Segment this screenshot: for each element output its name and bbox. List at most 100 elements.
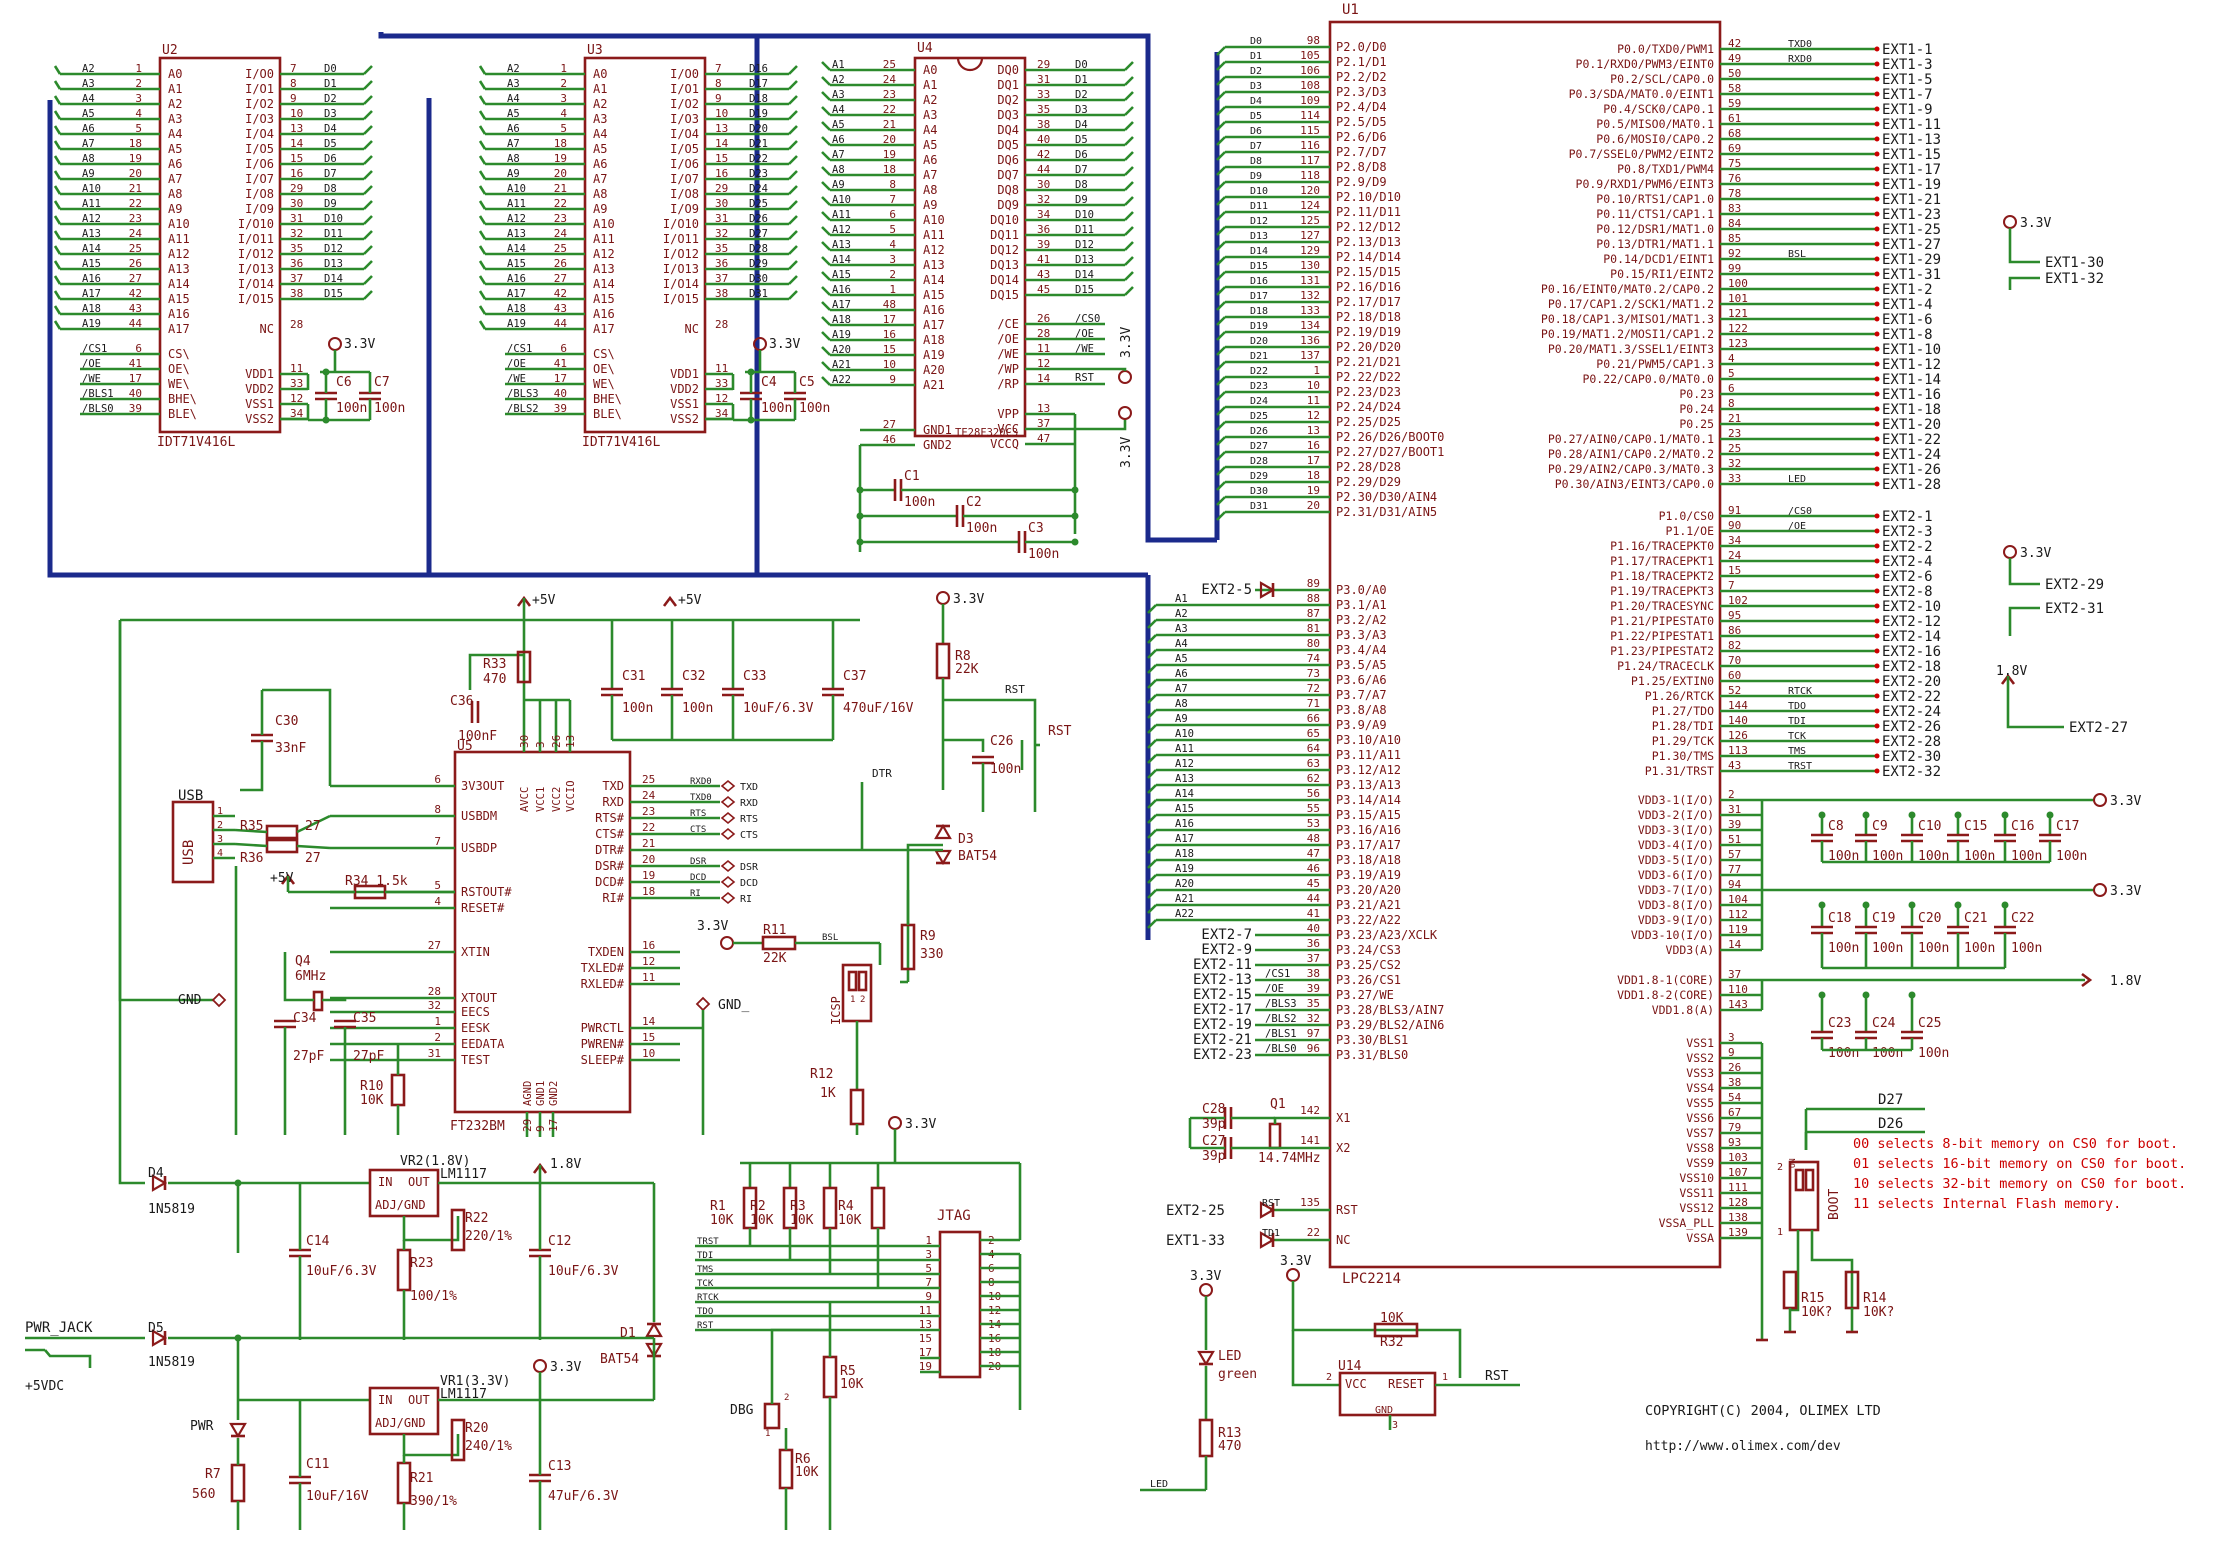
pin-name: P0.3/SDA/MAT0.0/EINT1 [1569,87,1714,101]
pin-name: GND1 [535,1081,547,1106]
jumper-switch [1804,1168,1815,1192]
reset-net: RST [1075,372,1095,384]
data-net: D17 [749,78,768,90]
pin-name: P2.3/D3 [1336,85,1387,99]
pin-name: I/O10 [663,217,699,231]
pin-name: A2 [593,97,607,111]
pin-name: P1.25/EXTIN0 [1631,674,1714,688]
pin-name: P2.23/D23 [1336,385,1401,399]
pin-name: VDD1 [245,367,274,381]
pin-number: 23 [554,212,567,225]
net-label: D26 [1878,1116,1903,1132]
connector-dot [1874,528,1880,534]
wire [1124,226,1134,236]
cap-ref: C37 [843,669,866,684]
pin-number: 23 [1728,427,1741,440]
pin-number: 26 [554,257,567,270]
connector-dot [1874,588,1880,594]
pin-name: P1.21/PIPESTAT0 [1610,614,1714,628]
pin-number: 27 [428,939,441,952]
pin-name: P3.28/BLS3/AIN7 [1336,1003,1444,1017]
pin-number: 4 [135,107,142,120]
jtag-signal: TDO [697,1307,713,1317]
ext-net: EXT2-12 [1882,614,1941,630]
junction-dot [1071,512,1079,520]
rail-label: +5V [532,593,556,608]
ext-net: EXT2-30 [1882,749,1941,765]
resistor-value: 240/1% [465,1439,512,1454]
wire [1216,166,1226,176]
pin-number: 18 [642,885,655,898]
resistor-symbol [761,935,797,951]
cap-value: 100n [1828,941,1859,956]
wire [1147,664,1157,674]
junction-dot [1908,991,1916,999]
pin-name: EECS [461,1005,490,1019]
connector-dot [1874,391,1880,397]
pin-name: A1 [168,82,182,96]
resistor-ref: R8 [955,649,971,664]
pin-number: 123 [1728,337,1748,350]
pin-number: 76 [1728,172,1741,185]
pin-number: 63 [1307,757,1320,770]
pin-name: P2.1/D1 [1336,55,1387,69]
wire [240,741,264,792]
resistor-symbol [1198,1418,1214,1458]
pin-number: 131 [1300,274,1320,287]
pin-name: A9 [168,202,182,216]
junction-dot [1818,991,1826,999]
cap-ref: C19 [1872,911,1895,926]
address-net: A5 [1175,653,1188,665]
wire [363,80,373,90]
address-net: A17 [832,299,851,311]
pin-number: 3 [560,92,567,105]
wire [478,170,487,180]
pin-name: P1.23/PIPESTAT2 [1610,644,1714,658]
connector-dot [1874,723,1880,729]
supply-3v3 [2003,545,2017,559]
cap-value: 27pF [353,1049,384,1064]
resistor-symbol [450,1208,466,1252]
wire [1291,1330,1340,1387]
pin-name: P3.16/A16 [1336,823,1401,837]
ext-net: EXT2-26 [1882,719,1941,735]
pin-number: 48 [883,298,896,311]
data-net: D10 [324,213,343,225]
pin-number: 132 [1300,289,1320,302]
wire [1216,121,1226,131]
address-net: A5 [507,108,520,120]
cap-value: 100n [2011,849,2042,864]
pin-name: P2.30/D30/AIN4 [1336,490,1437,504]
address-net: A17 [507,288,526,300]
connector-dot [1874,466,1880,472]
address-net: A16 [507,273,526,285]
pin-name: P0.8/TXD1/PWM4 [1617,162,1714,176]
pin-number: 3 [889,253,896,266]
ext-net: EXT2-24 [1882,704,1941,720]
pin-number: 18 [1307,469,1320,482]
data-bus [378,32,1217,543]
pin-number: 16 [290,167,303,180]
cap-value: 100n [682,701,713,716]
usb-connector [171,800,215,884]
pin-number: 101 [1728,292,1748,305]
pin-number: 31 [715,212,728,225]
pin-number: 30 [290,197,303,210]
pin-name: I/O3 [670,112,699,126]
net-label: DTR [872,767,892,780]
pin-name: DQ8 [997,183,1019,197]
address-net: A9 [1175,713,1188,725]
pin-name: P0.21/PWM5/CAP1.3 [1596,357,1714,371]
net-label: BSL [822,933,838,943]
data-net: D6 [1250,126,1262,137]
pin-name: P0.25 [1679,417,1714,431]
pin-number: 12 [642,955,655,968]
diode-value: 1N5819 [148,1202,195,1217]
data-net: D7 [324,168,337,180]
pin-name: GND [1375,1405,1393,1416]
pin-number: 80 [1307,637,1320,650]
pin-name: IN [378,1175,392,1189]
address-net: A21 [832,359,851,371]
wire [402,1216,460,1242]
pin-number: 2 [1728,788,1735,801]
